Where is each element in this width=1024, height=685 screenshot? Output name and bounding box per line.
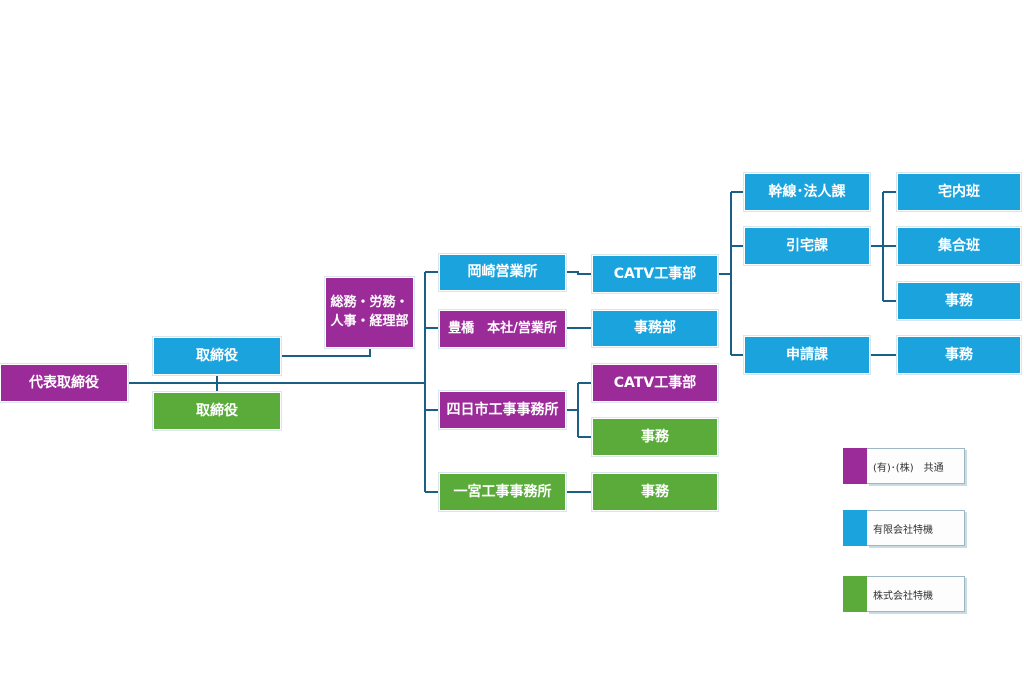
legend-swatch-blue	[843, 510, 867, 546]
jimubu-toyohashi-box: 事務部	[592, 310, 718, 347]
legend-swatch-purple	[843, 448, 867, 484]
legend-swatch-green	[843, 576, 867, 612]
hikitaku-section-box: 引宅課	[744, 227, 870, 265]
connector-general-affairs	[281, 348, 371, 357]
legend-label: (有)･(株) 共通	[867, 448, 965, 484]
jimu-shinsei-box: 事務	[897, 336, 1021, 374]
legend-label: 株式会社特機	[867, 576, 965, 612]
okazaki-office-box: 岡崎営業所	[439, 254, 566, 291]
jimu-hikitaku-box: 事務	[897, 282, 1021, 320]
catv-okazaki-box: CATV工事部	[592, 255, 718, 293]
jimu-ichinomiya-box: 事務	[592, 473, 718, 511]
shugo-team-box: 集合班	[897, 227, 1021, 265]
legend-item-common: (有)･(株) 共通	[843, 448, 967, 486]
general-affairs-box: 総務・労務・ 人事・経理部	[325, 277, 414, 348]
director-green-box: 取締役	[153, 392, 281, 430]
director-blue-box: 取締役	[153, 337, 281, 375]
catv-yokkaichi-box: CATV工事部	[592, 364, 718, 402]
legend-item-kabushiki: 株式会社特機	[843, 576, 967, 614]
yokkaichi-office-box: 四日市工事事務所	[439, 391, 566, 429]
ichinomiya-office-box: 一宮工事事務所	[439, 473, 566, 511]
toyohashi-office-box: 豊橋 本社/営業所	[439, 310, 566, 348]
connector-okazaki-catv	[566, 271, 592, 275]
ceo-box: 代表取締役	[0, 364, 128, 402]
legend-label: 有限会社特機	[867, 510, 965, 546]
takunai-team-box: 宅内班	[897, 173, 1021, 211]
shinsei-section-box: 申請課	[744, 336, 870, 374]
jimu-yokkaichi-box: 事務	[592, 418, 718, 456]
kansen-section-box: 幹線･法人課	[744, 173, 870, 211]
legend-item-yugen: 有限会社特機	[843, 510, 967, 548]
